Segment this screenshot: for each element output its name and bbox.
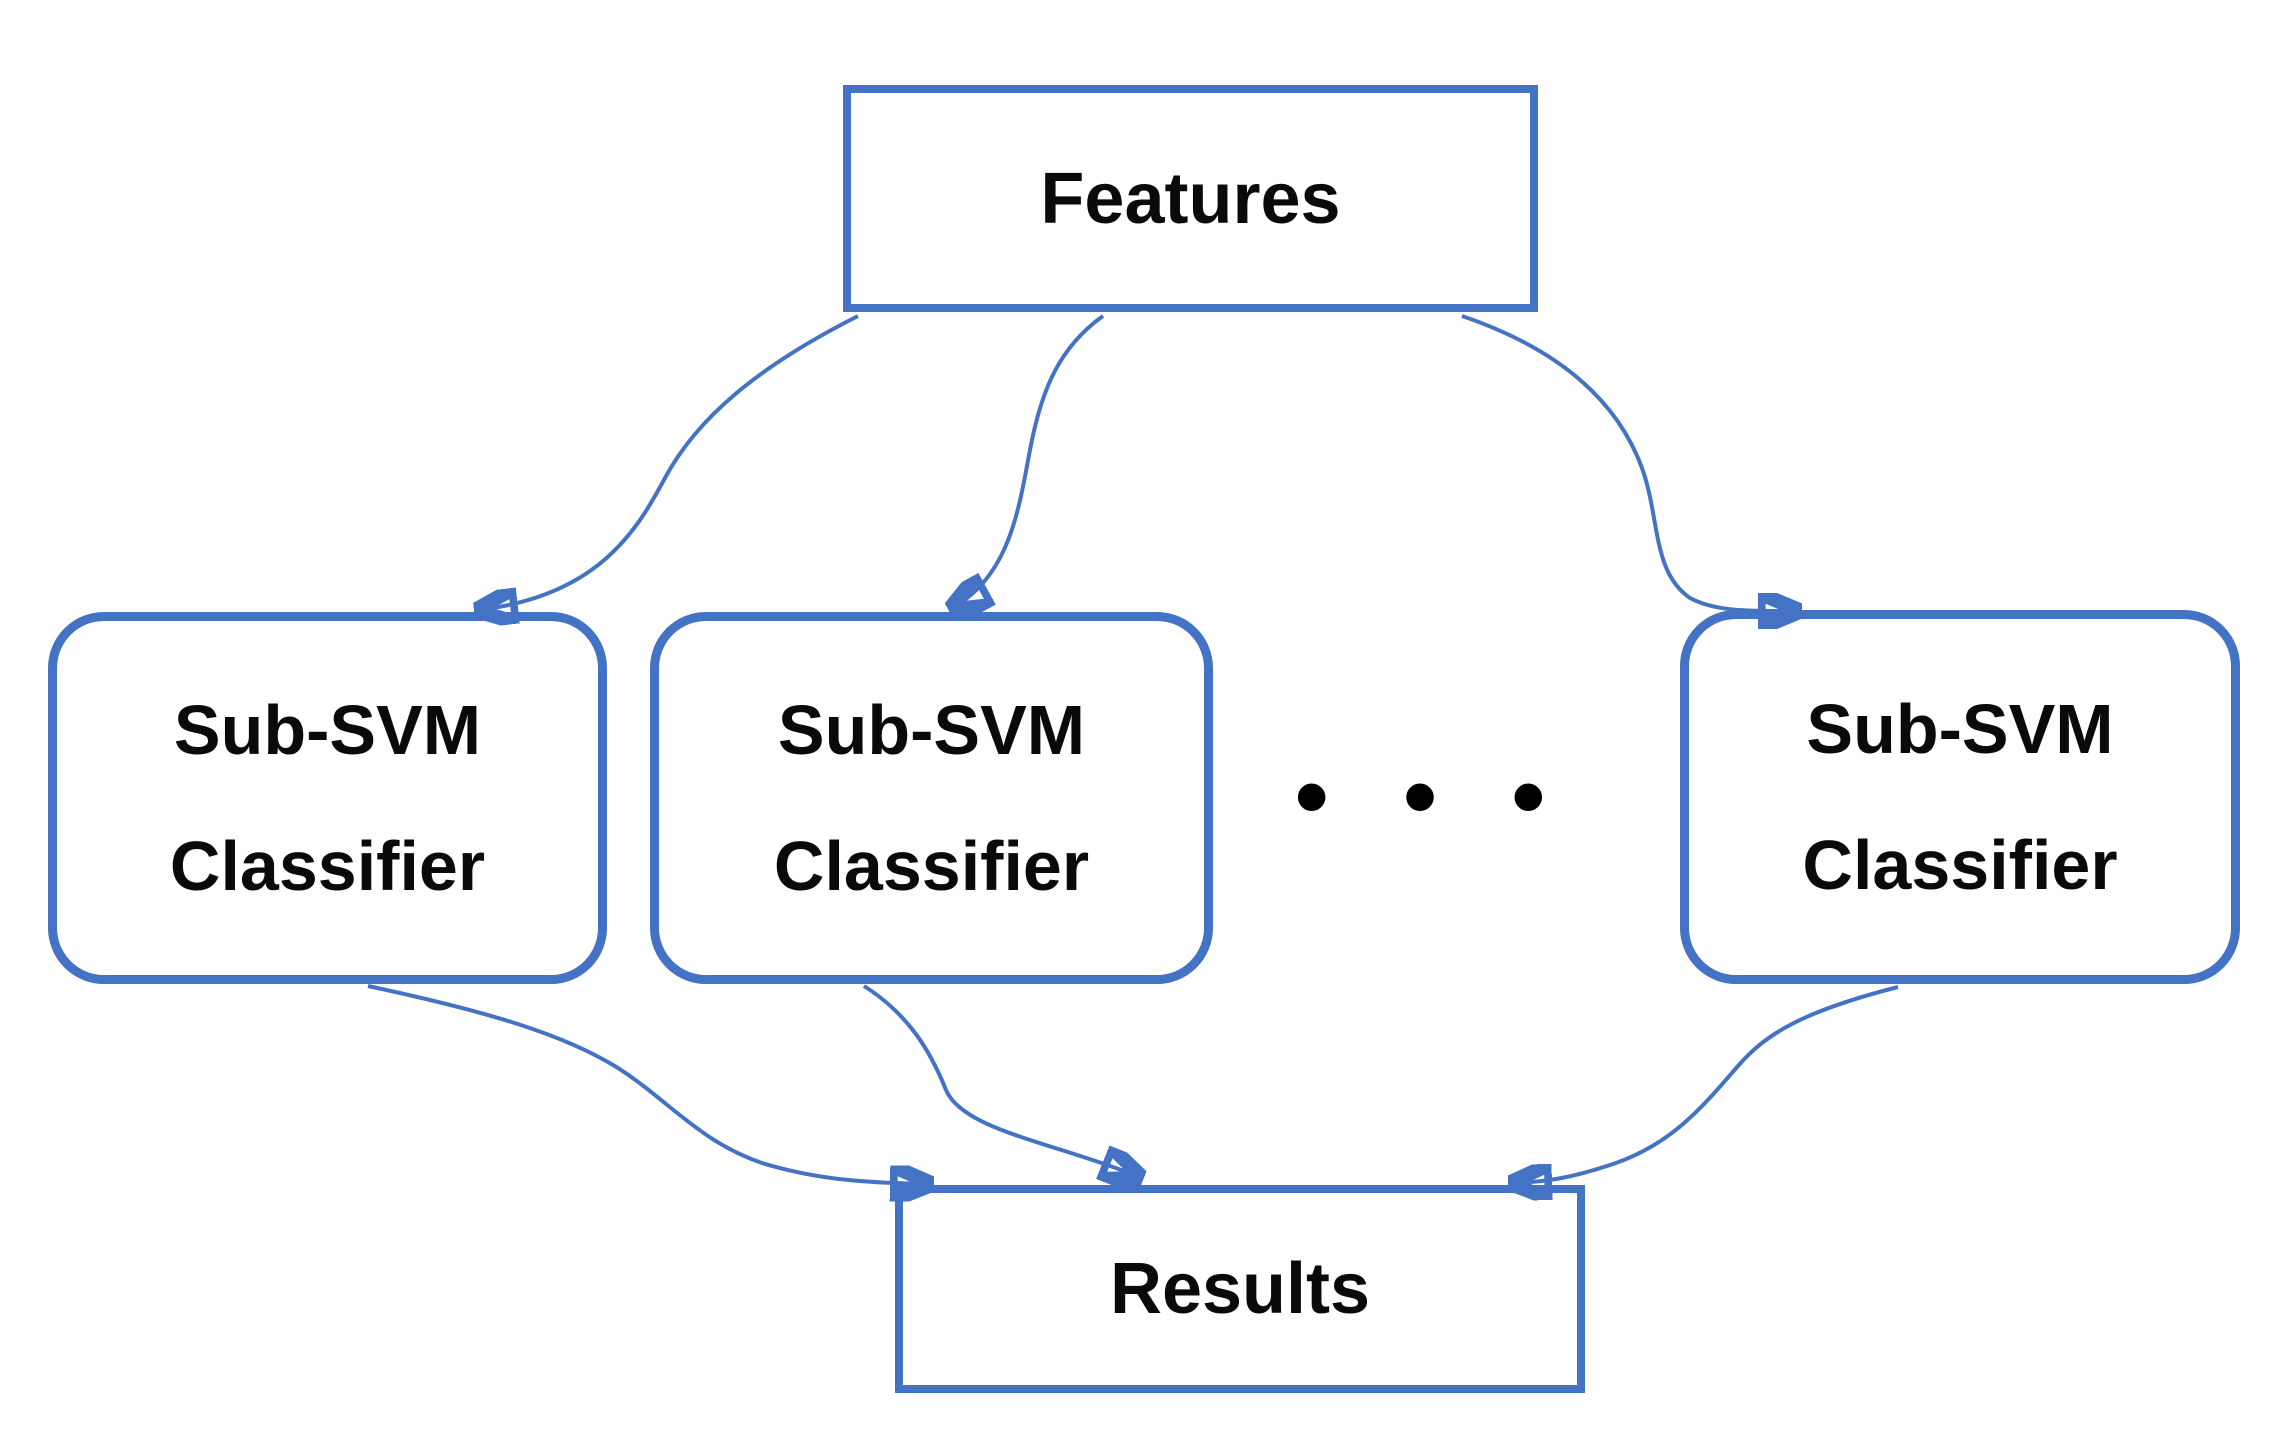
node-classifier-3: Sub-SVM Classifier	[1680, 610, 2240, 984]
node-classifier-2: Sub-SVM Classifier	[650, 612, 1213, 984]
edge-classifier-2-to-results	[862, 984, 1140, 1177]
node-classifier-1: Sub-SVM Classifier	[48, 612, 607, 984]
ellipsis-dots: • • •	[1294, 743, 1570, 850]
classifier-3-line2: Classifier	[1802, 826, 2118, 904]
edge-classifier-3-to-results	[1512, 985, 1899, 1183]
node-features: Features	[843, 85, 1538, 312]
node-features-label: Features	[1040, 158, 1341, 239]
edge-features-to-classifier-3	[1461, 314, 1798, 611]
classifier-2-line2: Classifier	[773, 827, 1090, 905]
classifier-3-line1: Sub-SVM	[1806, 690, 2114, 768]
node-results: Results	[895, 1185, 1585, 1393]
edge-features-to-classifier-2	[952, 314, 1105, 608]
edge-features-to-classifier-1	[478, 314, 859, 610]
node-results-label: Results	[1109, 1249, 1371, 1329]
classifier-1-line1: Sub-SVM	[173, 691, 482, 769]
classifier-2-line1: Sub-SVM	[777, 691, 1086, 769]
classifier-1-line2: Classifier	[169, 827, 486, 905]
edge-classifier-1-to-results	[367, 984, 930, 1184]
